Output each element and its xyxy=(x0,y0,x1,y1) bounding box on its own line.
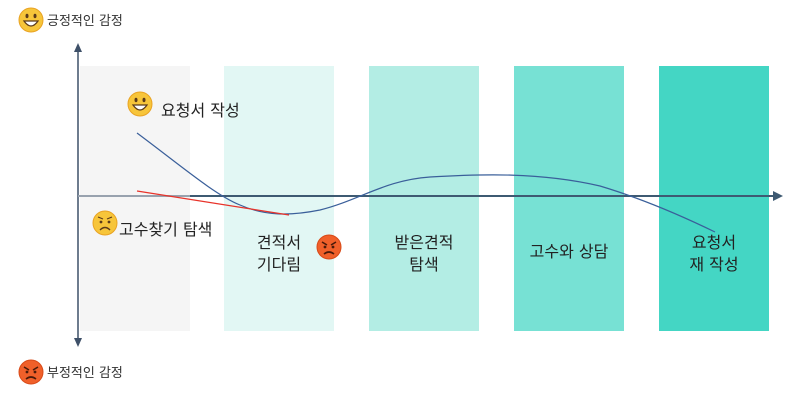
stage-column-2 xyxy=(224,66,334,331)
stage-label-3: 받은견적 탐색 xyxy=(394,233,454,274)
stage-label-1: 고수찾기 탐색 xyxy=(119,220,213,239)
stage-column-4 xyxy=(514,66,624,331)
worried-face-icon xyxy=(92,210,118,236)
stage-column-3 xyxy=(369,66,479,331)
axis-arrow-right-icon xyxy=(773,191,783,201)
angry-face-icon xyxy=(18,359,44,385)
grinning-face-icon xyxy=(127,91,153,117)
negative-emotion-label: 부정적인 감정 xyxy=(47,366,123,381)
grinning-face-icon xyxy=(18,7,44,33)
stage-label-2: 견적서 기다림 xyxy=(256,233,302,274)
stage-label-4: 고수와 상담 xyxy=(529,242,609,261)
positive-emotion-label: 긍정적인 감정 xyxy=(47,14,123,29)
trend-line xyxy=(136,190,290,216)
axis-arrow-down-icon xyxy=(74,338,82,347)
emotion-curve xyxy=(136,132,716,233)
stage-column-5 xyxy=(659,66,769,331)
stage-label-5: 요청서 재 작성 xyxy=(689,233,739,274)
angry-face-icon xyxy=(316,234,342,260)
axis-arrow-up-icon xyxy=(74,43,82,52)
request-writing-annotation: 요청서 작성 xyxy=(161,101,240,120)
